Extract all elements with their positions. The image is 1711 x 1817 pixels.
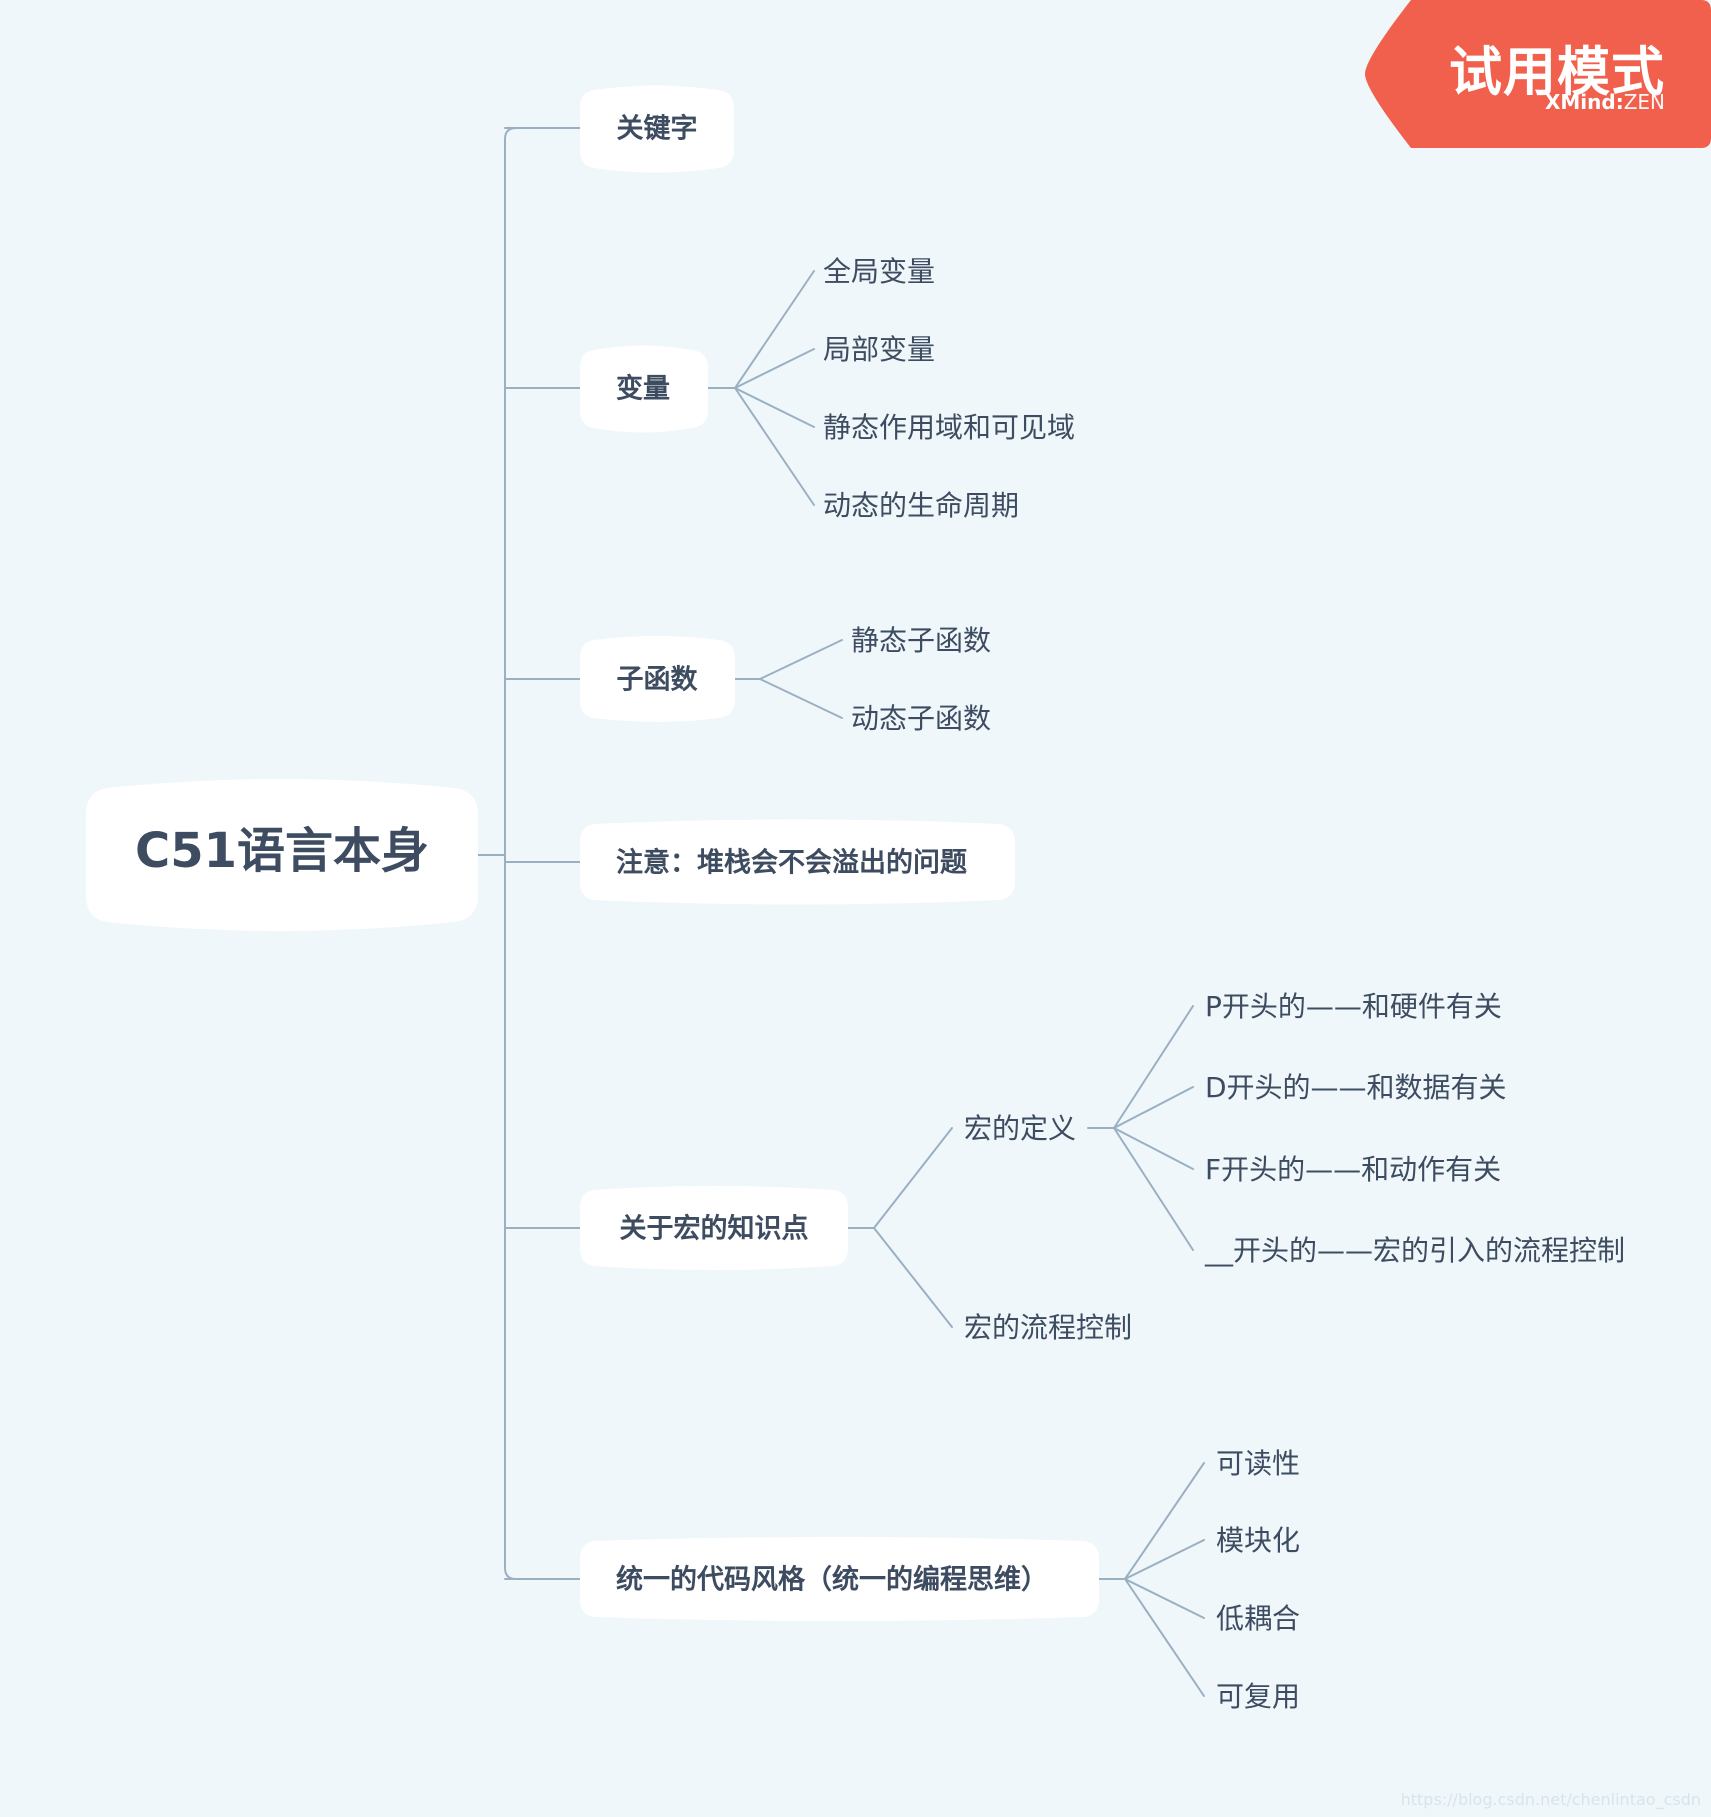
trial-badge-background [1365, 0, 1711, 148]
brand-separator: : [1615, 90, 1624, 114]
topic-shape-keywords [580, 85, 734, 173]
variables-branch-leaves: 全局变量 局部变量 静态作用域和可见域 动态的生命周期 [823, 255, 1075, 522]
connector-style-low-coupling [1124, 1578, 1205, 1619]
root-node-shape [86, 779, 478, 931]
leaf-readability: 可读性 [1216, 1447, 1300, 1480]
main-trunk-line [504, 127, 517, 1580]
leaf-modularity: 模块化 [1216, 1524, 1300, 1557]
macros-branch-subtopics: 宏的定义 宏的流程控制 [964, 1112, 1132, 1344]
topic-node-subfunctions: 子函数 [580, 636, 735, 722]
subfunctions-branch-leaves: 静态子函数 动态子函数 [851, 624, 991, 735]
connector-variables-dynamic-lifetime [734, 387, 815, 506]
macro-definition-leaves: P开头的——和硬件有关 D开头的——和数据有关 F开头的——和动作有关 __开头… [1204, 990, 1625, 1267]
topic-label-keywords: 关键字 [617, 113, 698, 145]
leaf-d-prefix-data: D开头的——和数据有关 [1205, 1071, 1507, 1104]
leaf-static-scope-visibility: 静态作用域和可见域 [823, 411, 1075, 444]
topic-label-code-style: 统一的代码风格（统一的编程思维） [616, 1564, 1048, 1596]
topic-node-macros: 关于宏的知识点 [580, 1186, 848, 1270]
topic-shape-macros [580, 1186, 848, 1270]
topic-label-stack-note: 注意：堆栈会不会溢出的问题 [616, 847, 967, 879]
connector-subfunctions-static [734, 639, 843, 680]
connector-lines [477, 127, 1205, 1697]
trial-badge-shape [1365, 0, 1711, 148]
subtopic-macro-definition: 宏的定义 [964, 1112, 1076, 1145]
topic-label-macros: 关于宏的知识点 [620, 1213, 809, 1245]
leaf-p-prefix-hardware: P开头的——和硬件有关 [1205, 990, 1502, 1023]
leaf-dynamic-lifetime: 动态的生命周期 [823, 489, 1019, 522]
root-node: C51语言本身 [86, 779, 478, 931]
leaf-local-variables: 局部变量 [823, 333, 935, 366]
topic-label-variables: 变量 [616, 373, 670, 405]
connector-definition-p-prefix [1087, 1005, 1194, 1129]
leaf-static-subfunction: 静态子函数 [851, 624, 991, 657]
root-topic-text: C51语言本身 [135, 823, 429, 879]
topic-shape-subfunctions [580, 636, 735, 722]
subtopic-macro-flow-control: 宏的流程控制 [964, 1311, 1132, 1344]
leaf-underscore-prefix-flow: __开头的——宏的引入的流程控制 [1204, 1234, 1625, 1267]
topic-node-variables: 变量 [580, 345, 708, 433]
topic-shape-variables [580, 345, 708, 433]
connector-macros-flow-control [873, 1227, 953, 1328]
xmind-brand-name: XMind [1544, 90, 1616, 114]
connector-style-reusability [1124, 1578, 1205, 1697]
connector-style-modularity [1124, 1539, 1205, 1580]
topic-node-code-style: 统一的代码风格（统一的编程思维） [580, 1537, 1099, 1621]
connector-variables-static-scope [734, 387, 815, 428]
connector-subfunctions-dynamic [759, 678, 843, 719]
connector-definition-d-prefix [1113, 1086, 1194, 1129]
connector-style-readability [1098, 1462, 1205, 1580]
topic-label-subfunctions: 子函数 [617, 665, 699, 696]
xmind-brand-label: XMind:ZEN [1545, 90, 1665, 114]
code-style-branch-leaves: 可读性 模块化 低耦合 可复用 [1216, 1447, 1300, 1713]
leaf-global-variables: 全局变量 [823, 255, 935, 288]
trial-mode-title: 试用模式 [1449, 42, 1665, 103]
trial-mode-badge: 试用模式 XMind:ZEN [1364, 0, 1711, 148]
connector-variables-global [707, 270, 815, 389]
topic-node-keywords: 关键字 [580, 85, 734, 173]
xmind-edition-name: ZEN [1623, 90, 1665, 114]
source-watermark: https://blog.csdn.net/chenlintao_csdn [1400, 1790, 1701, 1809]
connector-definition-f-prefix [1113, 1127, 1194, 1170]
leaf-dynamic-subfunction: 动态子函数 [851, 702, 991, 735]
leaf-low-coupling: 低耦合 [1216, 1602, 1300, 1635]
leaf-f-prefix-action: F开头的——和动作有关 [1205, 1153, 1501, 1186]
connector-definition-underscore-prefix [1113, 1127, 1194, 1251]
topic-shape-code-style [580, 1537, 1099, 1621]
topic-node-stack-note: 注意：堆栈会不会溢出的问题 [580, 819, 1015, 905]
topic-shape-stack-note [580, 819, 1015, 905]
connector-variables-local [734, 348, 815, 389]
connector-macros-definition [847, 1127, 953, 1229]
leaf-reusability: 可复用 [1216, 1680, 1300, 1713]
